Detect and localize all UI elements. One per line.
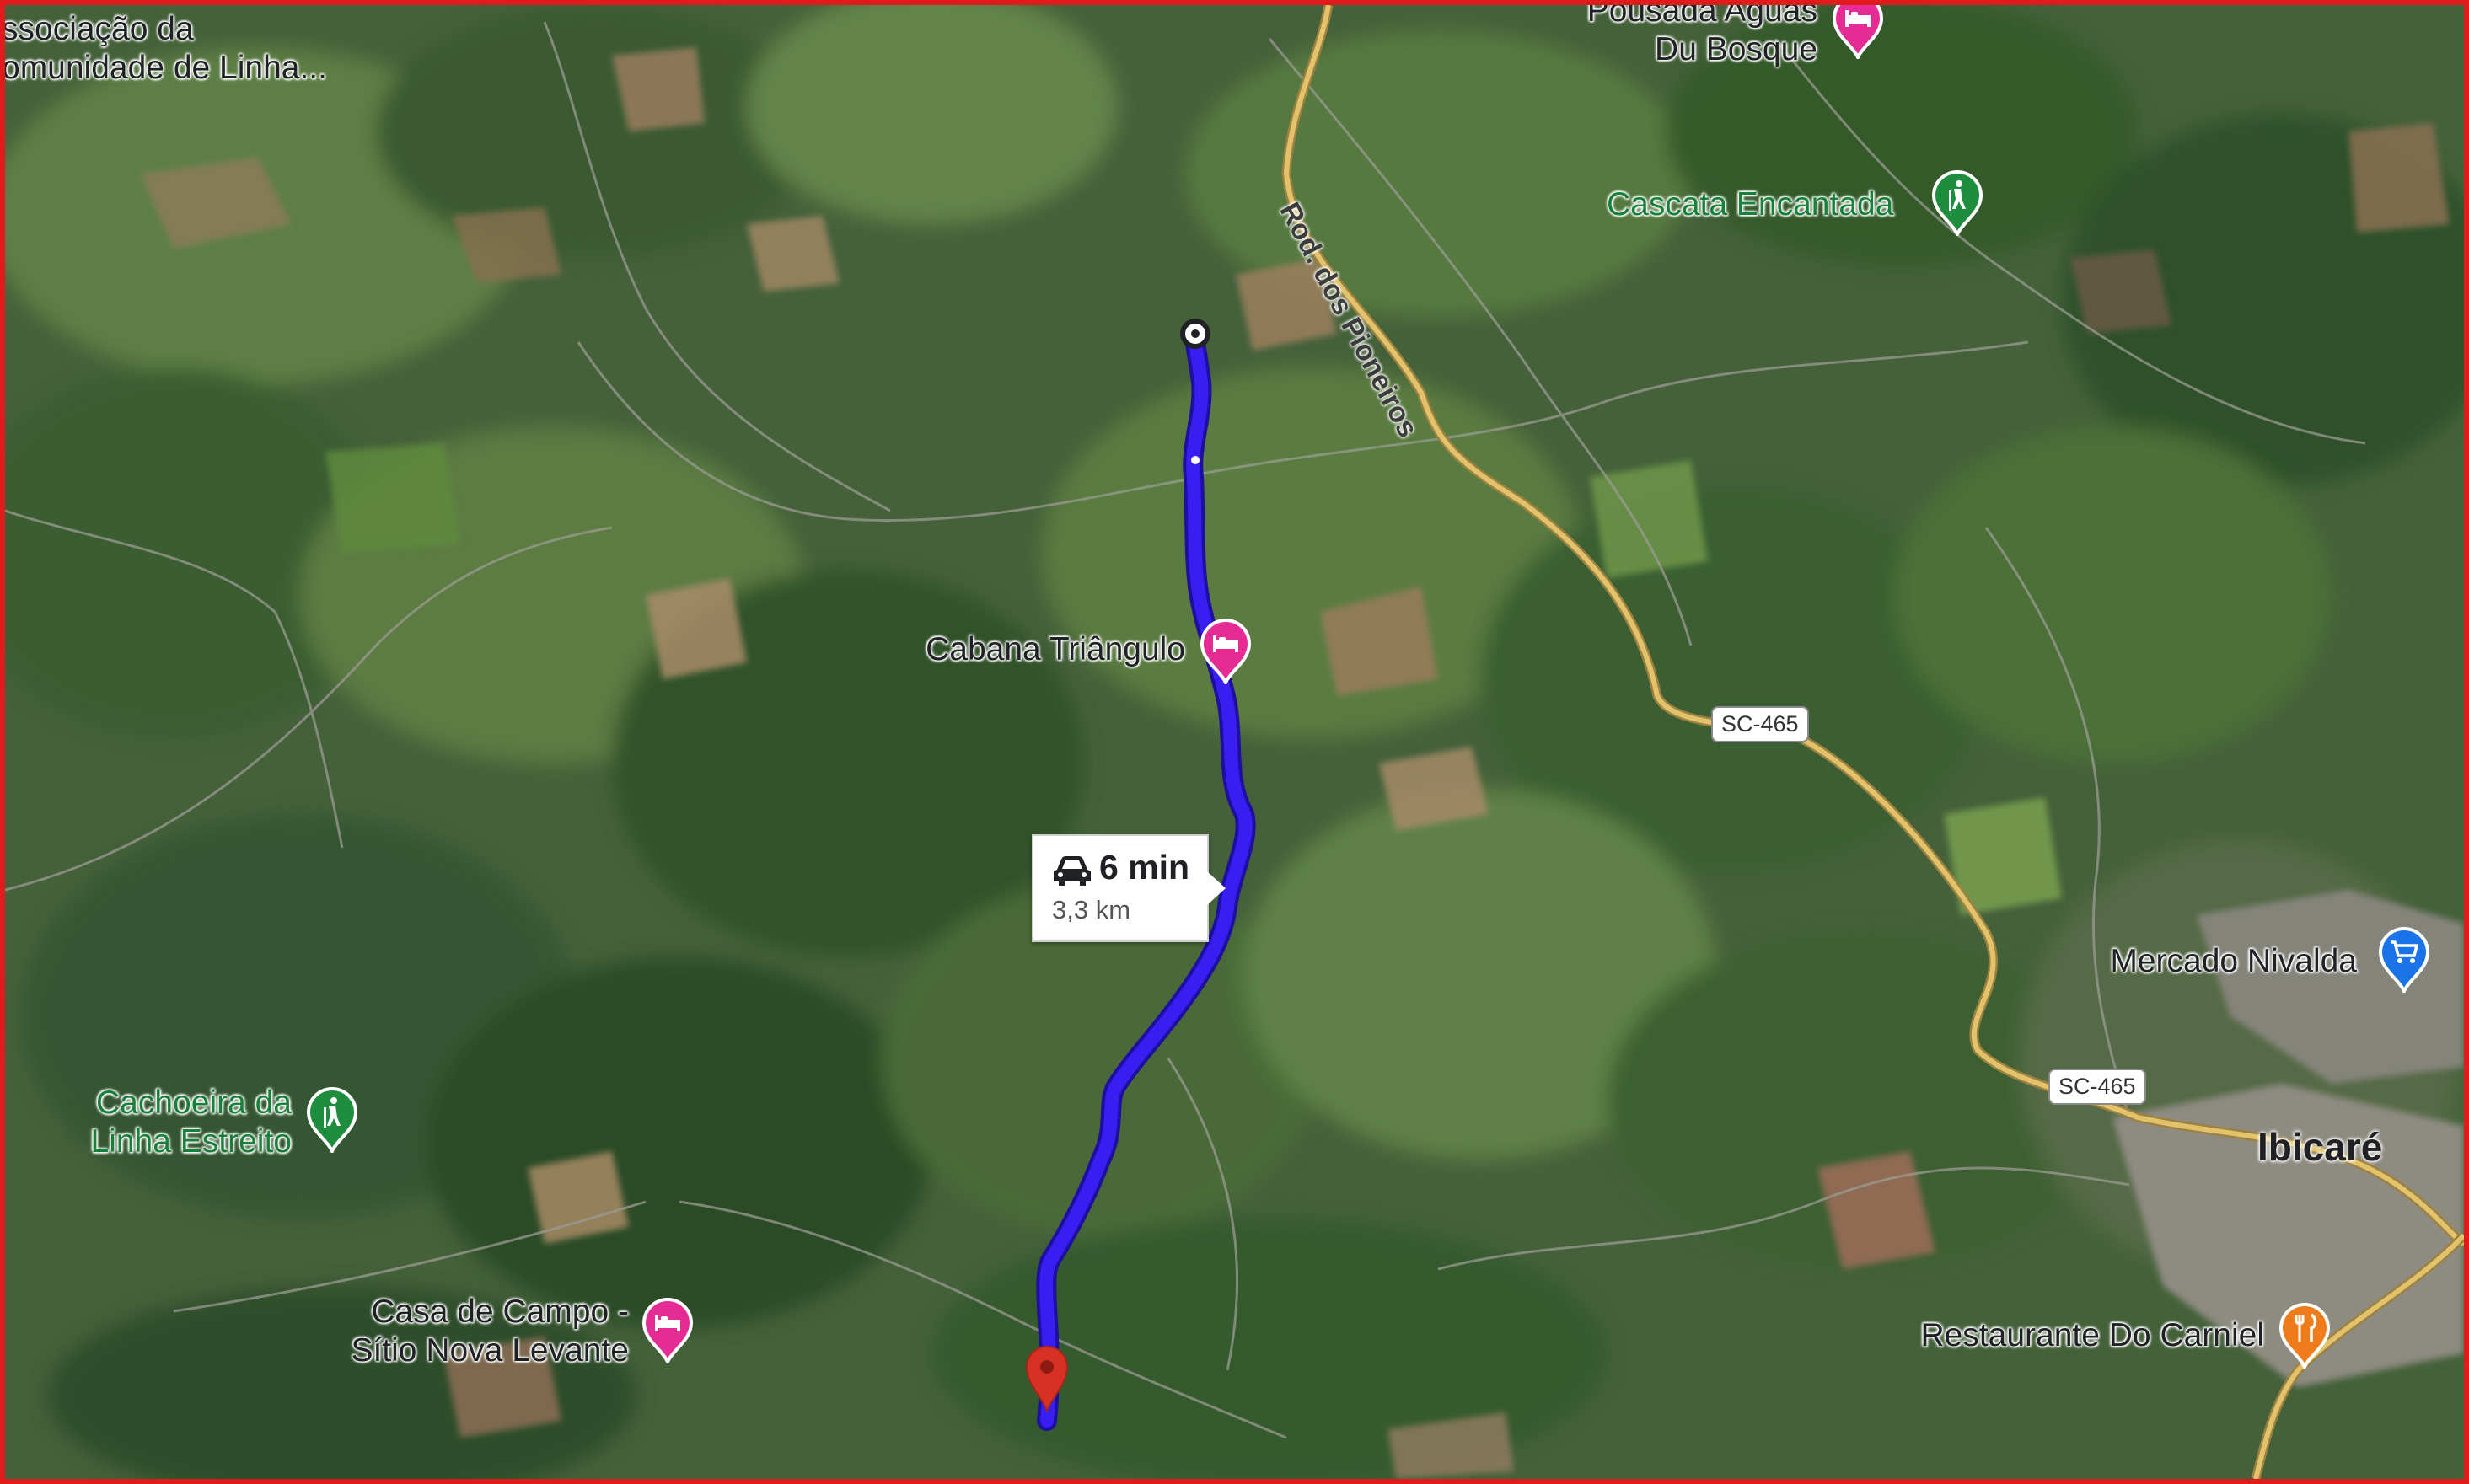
- origin-dot-icon[interactable]: [1178, 317, 1212, 351]
- place-label-pousada[interactable]: Pousada Aguas Du Bosque: [1586, 0, 1817, 67]
- car-icon: [1054, 856, 1091, 886]
- bed-icon[interactable]: [1199, 619, 1253, 684]
- place-label-cachoeira[interactable]: Cachoeira da Linha Estreito: [90, 1085, 292, 1160]
- place-label-restaurante[interactable]: Restaurante Do Carniel: [1920, 1317, 2264, 1353]
- satellite-imagery: [5, 5, 2464, 1479]
- shopping-cart-icon[interactable]: [2377, 927, 2431, 993]
- town-label[interactable]: Ibicaré: [2257, 1125, 2383, 1169]
- hiking-icon[interactable]: [305, 1087, 359, 1153]
- road-shield: SC-465: [2048, 1069, 2146, 1105]
- bed-icon[interactable]: [1831, 0, 1885, 59]
- route-duration: 6 min: [1099, 848, 1190, 887]
- route-info-box[interactable]: 6 min 3,3 km: [1032, 834, 1226, 942]
- route-distance: 3,3 km: [1052, 895, 1131, 924]
- route-line[interactable]: [1036, 322, 1256, 1431]
- destination-pin-icon[interactable]: [1023, 1345, 1071, 1412]
- place-label-casa-de-campo[interactable]: Casa de Campo - Sítio Nova Levante: [351, 1294, 629, 1369]
- fork-knife-icon[interactable]: [2278, 1303, 2332, 1369]
- road-shield: SC-465: [1711, 706, 1809, 742]
- place-label-mercado[interactable]: Mercado Nivalda: [2110, 943, 2357, 979]
- place-label-cascata[interactable]: Cascata Encantada: [1607, 186, 1894, 222]
- place-label-associacao[interactable]: ssociação da omunidade de Linha...: [2, 11, 327, 86]
- place-label-cabana[interactable]: Cabana Triângulo: [926, 631, 1185, 667]
- bed-icon[interactable]: [641, 1298, 695, 1363]
- hiking-icon[interactable]: [1930, 170, 1984, 236]
